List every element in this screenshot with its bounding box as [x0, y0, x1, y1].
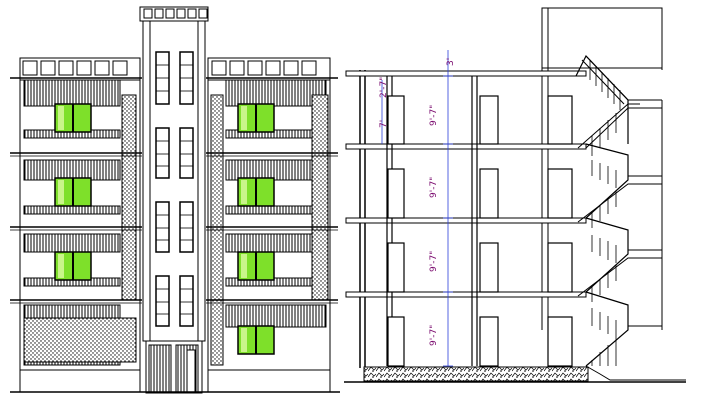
right-wing: [206, 57, 338, 393]
dim-top-detail-b: 7': [379, 120, 389, 128]
left-windows: [54, 103, 92, 281]
tower-windows: [155, 51, 194, 327]
section-drawing: 3' 2'-7" 7' 9'-7" 9'-7" 9'-7" 9'-7": [344, 7, 686, 383]
right-windows: [237, 103, 275, 355]
front-elevation: [10, 6, 340, 394]
section-doors: [387, 95, 573, 367]
entrance: [145, 340, 203, 394]
left-wing: [10, 57, 142, 393]
dim-top-detail-a: 2'-7": [379, 77, 389, 98]
dim-floor-height-4: 9'-7": [429, 325, 439, 346]
stair-tower: [139, 6, 209, 394]
dimension-lines: [381, 50, 453, 367]
right-parapet-blocks: [211, 60, 317, 76]
section-slabs: [345, 70, 587, 298]
left-parapet-blocks: [22, 60, 128, 76]
staircase: [575, 54, 686, 381]
right-slabs: [206, 77, 338, 301]
dim-parapet: 3': [446, 58, 456, 66]
dim-floor-height-2: 9'-7": [429, 177, 439, 198]
dim-floor-height-1: 9'-7": [429, 105, 439, 126]
dim-floor-height-3: 9'-7": [429, 251, 439, 272]
left-slabs: [10, 77, 142, 301]
tower-parapet-blocks: [143, 8, 208, 19]
